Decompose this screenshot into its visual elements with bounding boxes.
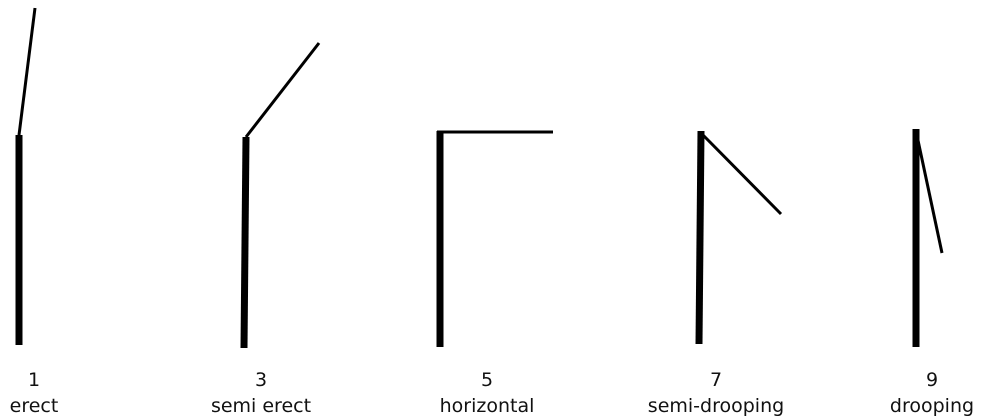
figure-drooping: 9 drooping [890, 129, 974, 417]
figure-number: 9 [926, 369, 938, 391]
figure-erect: 1 erect [10, 7, 59, 417]
figure-label: semi erect [211, 395, 311, 417]
figure-label: semi-drooping [648, 395, 784, 417]
figure-number: 5 [481, 369, 493, 391]
figure-semi-erect: 3 semi erect [211, 42, 321, 417]
figure-semi-drooping: 7 semi-drooping [648, 130, 784, 417]
branch-line [17, 7, 37, 136]
figure-label: horizontal [440, 395, 535, 417]
branch-line [699, 131, 783, 216]
figure-label: erect [10, 395, 59, 417]
figure-number: 7 [710, 369, 722, 391]
figure-label: drooping [890, 395, 974, 417]
stem-line [240, 136, 250, 349]
branch-line [914, 130, 944, 254]
figure-horizontal: 5 horizontal [436, 130, 553, 417]
stem-line [695, 130, 705, 345]
figure-number: 3 [255, 369, 267, 391]
figure-number: 1 [28, 369, 40, 391]
branch-line [244, 42, 321, 138]
